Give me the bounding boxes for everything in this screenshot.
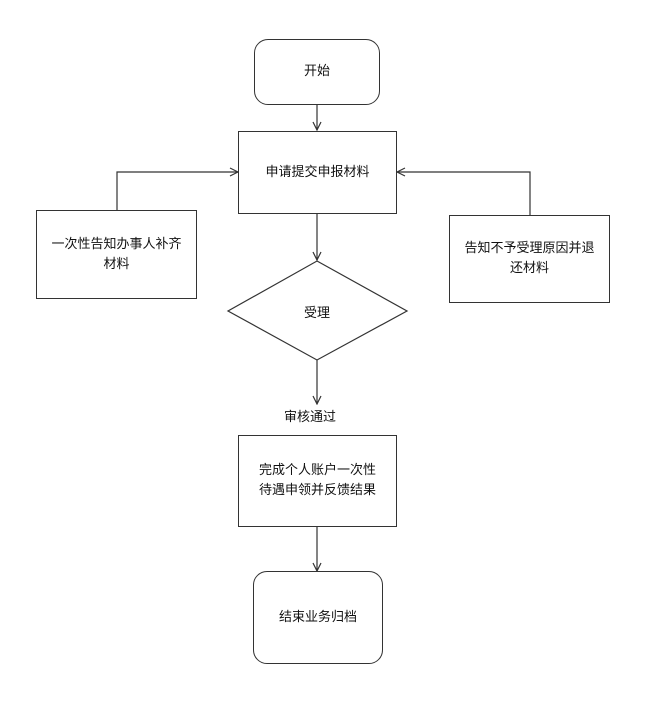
accept-label: 受理 xyxy=(303,306,330,321)
complete-line1: 完成个人账户一次性 xyxy=(258,463,376,478)
approved-label: 审核通过 xyxy=(284,410,337,425)
end-node: 结束业务归档 xyxy=(253,571,383,664)
notify-supplement-line2: 材料 xyxy=(103,256,130,272)
notify-supplement-node: 一次性告知办事人补齐 材料 xyxy=(36,210,197,299)
notify-reject-line1: 告知不予受理原因并退 xyxy=(464,241,595,256)
notify-supplement-line1: 一次性告知办事人补齐 xyxy=(51,236,182,252)
edge-left-notify-to-submit xyxy=(116,172,238,210)
notify-reject-node: 告知不予受理原因并退 还材料 xyxy=(449,215,610,303)
end-label: 结束业务归档 xyxy=(278,609,357,625)
start-label: 开始 xyxy=(303,64,330,79)
start-node: 开始 xyxy=(254,39,380,105)
submit-materials-label: 申请提交申报材料 xyxy=(265,164,370,180)
edge-right-notify-to-submit xyxy=(397,172,531,215)
notify-reject-line2: 还材料 xyxy=(509,261,549,276)
complete-line2: 待遇申领并反馈结果 xyxy=(258,483,376,498)
complete-node: 完成个人账户一次性 待遇申领并反馈结果 xyxy=(238,435,397,527)
submit-materials-node: 申请提交申报材料 xyxy=(238,131,397,214)
